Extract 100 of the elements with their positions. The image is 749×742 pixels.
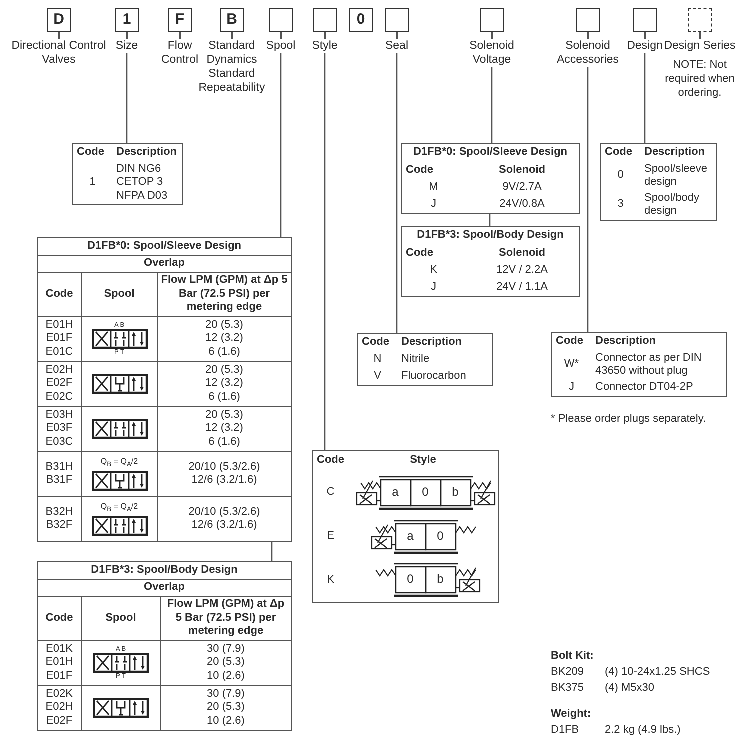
footnote-text: * Please order plugs separately. bbox=[551, 413, 706, 426]
code-text: J bbox=[431, 281, 436, 293]
column-header: Flow LPM (GPM) at Δp 5 Bar (72.5 PSI) per metering edge bbox=[161, 274, 288, 314]
description-text: 24V / 1.1A bbox=[496, 281, 548, 293]
code-text: E02F bbox=[45, 377, 74, 391]
table-title: D1FB*0: Spool/Sleeve Design bbox=[413, 146, 568, 158]
code-table bbox=[72, 143, 183, 205]
code-text: W* bbox=[564, 358, 580, 370]
position-letter: b bbox=[436, 573, 445, 587]
flow-value: 6 (1.6) bbox=[208, 346, 242, 360]
code-text: E02C bbox=[44, 390, 74, 404]
field-label: Standard Dynamics Standard Repeatability bbox=[198, 39, 266, 95]
flow-ratio-label: Q$_{B}$ = Q$_{A}$/2 bbox=[100, 502, 140, 516]
flow-value: 20/10 (5.3/2.6) bbox=[188, 506, 262, 519]
code-text: B31H bbox=[44, 460, 74, 474]
flow-value: 12 (3.2) bbox=[204, 377, 244, 391]
connector-line bbox=[126, 53, 128, 143]
table-title: D1FB*3: Spool/Body Design bbox=[91, 564, 238, 576]
code-text: B32F bbox=[45, 519, 74, 532]
code-text: E02H bbox=[44, 701, 74, 715]
column-header: Code bbox=[317, 454, 344, 466]
code-text: 3 bbox=[618, 198, 624, 210]
flow-value: 20 (5.3) bbox=[206, 656, 246, 670]
code-text: 1 bbox=[90, 176, 96, 188]
code-letter-box: 0 bbox=[349, 8, 373, 32]
column-header: Code bbox=[406, 246, 434, 259]
connector-line bbox=[489, 214, 491, 226]
position-letter: b bbox=[451, 486, 460, 499]
code-text: J bbox=[569, 381, 574, 393]
flow-ratio-label: Q$_{B}$ = Q$_{A}$/2 bbox=[100, 457, 140, 471]
description-text: Nitrile bbox=[402, 353, 430, 366]
column-header: Code bbox=[46, 288, 74, 300]
spec-text: (4) M5x30 bbox=[605, 682, 655, 695]
section-heading: Bolt Kit: bbox=[551, 650, 594, 663]
column-header: Description bbox=[644, 146, 706, 158]
flow-value: 12 (3.2) bbox=[204, 332, 244, 346]
column-header: Solenoid bbox=[499, 246, 546, 259]
code-text: E01C bbox=[44, 346, 74, 360]
flow-value: 30 (7.9) bbox=[206, 642, 246, 656]
column-header: Code bbox=[605, 146, 632, 158]
flow-value: 6 (1.6) bbox=[208, 436, 242, 450]
code-letter-box: 1 bbox=[115, 8, 139, 32]
code-text: E03F bbox=[45, 422, 74, 436]
code-table bbox=[37, 561, 292, 731]
column-header: Spool bbox=[106, 612, 136, 624]
code-text: K bbox=[430, 264, 438, 276]
description-text: DIN NG6 CETOP 3 NFPA D03 bbox=[116, 162, 168, 202]
code-text: E01H bbox=[44, 318, 74, 332]
flow-value: 12 (3.2) bbox=[204, 422, 244, 436]
field-label: Solenoid Accessories bbox=[556, 39, 620, 67]
style-table bbox=[312, 450, 499, 603]
column-header: Description bbox=[402, 336, 462, 348]
position-letter: a bbox=[391, 486, 400, 499]
flow-value: 20 (5.3) bbox=[204, 408, 244, 422]
field-label: Design bbox=[627, 39, 663, 53]
connector-line bbox=[396, 53, 398, 333]
column-header: Code bbox=[362, 336, 390, 348]
column-header: Flow LPM (GPM) at Δp 5 Bar (72.5 PSI) per metering edge bbox=[167, 598, 285, 638]
connector-line bbox=[587, 67, 589, 332]
description-text: Fluorocarbon bbox=[402, 370, 466, 382]
code-table bbox=[401, 143, 580, 214]
code-text: E03C bbox=[44, 436, 74, 450]
flow-value: 12/6 (3.2/1.6) bbox=[190, 519, 258, 532]
code-text: E01F bbox=[45, 332, 74, 346]
table-subtitle: Overlap bbox=[144, 257, 185, 270]
flow-value: 20 (5.3) bbox=[204, 318, 244, 332]
code-text: V bbox=[374, 370, 382, 382]
description-text: 9V/2.7A bbox=[502, 181, 542, 194]
field-label: Style bbox=[312, 39, 338, 53]
spec-text: 2.2 kg (4.9 lbs.) bbox=[605, 724, 681, 737]
flow-value: 10 (2.6) bbox=[206, 670, 246, 684]
column-header: Description bbox=[596, 335, 656, 347]
spec-text: BK209 bbox=[551, 666, 584, 679]
field-label: Spool bbox=[266, 39, 296, 53]
field-label: Seal bbox=[385, 39, 409, 53]
description-text: 12V / 2.2A bbox=[496, 264, 548, 276]
flow-value: 20 (5.3) bbox=[206, 701, 246, 715]
code-table bbox=[551, 332, 727, 397]
description-text: Spool/body design bbox=[644, 192, 700, 217]
connector-line bbox=[271, 542, 273, 561]
flow-value: 20 (5.3) bbox=[204, 364, 244, 378]
code-table bbox=[37, 237, 292, 542]
connector-line bbox=[644, 53, 646, 143]
code-letter-box: F bbox=[168, 8, 192, 32]
flow-value: 20/10 (5.3/2.6) bbox=[188, 460, 262, 474]
flow-value: 6 (1.6) bbox=[208, 390, 242, 404]
code-text: B31F bbox=[45, 474, 74, 488]
flow-value: 10 (2.6) bbox=[206, 714, 246, 728]
connector-line bbox=[280, 53, 282, 237]
position-letter: 0 bbox=[406, 573, 415, 587]
table-title: D1FB*3: Spool/Body Design bbox=[417, 229, 564, 241]
description-text: Spool/sleeve design bbox=[644, 162, 708, 188]
note-text: NOTE: Not required when ordering. bbox=[664, 58, 736, 100]
code-text: E01F bbox=[45, 670, 74, 684]
code-table bbox=[357, 333, 493, 386]
code-table bbox=[600, 143, 717, 220]
column-header: Style bbox=[410, 454, 436, 466]
flow-value: 12/6 (3.2/1.6) bbox=[190, 474, 258, 488]
code-text: E03H bbox=[44, 408, 74, 422]
code-table bbox=[401, 226, 580, 297]
